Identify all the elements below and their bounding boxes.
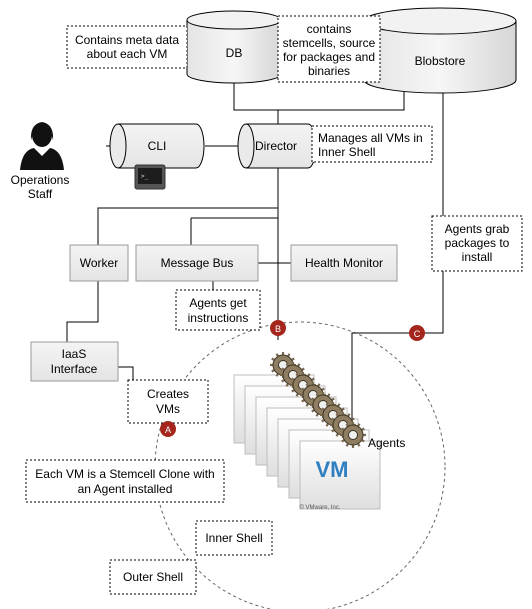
badge-b-text: B bbox=[275, 324, 281, 334]
health-monitor-label: Health Monitor bbox=[305, 256, 383, 270]
terminal-icon: >_ bbox=[134, 164, 166, 190]
cli-label: CLI bbox=[148, 139, 167, 153]
gear-icon bbox=[340, 422, 366, 448]
iaas-interface-box: IaaS Interface bbox=[30, 341, 119, 382]
director-note-box bbox=[311, 125, 433, 163]
db-note-line2: about each VM bbox=[87, 47, 168, 61]
vm-front-card: VM © VMware, Inc. bbox=[299, 457, 348, 511]
vm-card bbox=[299, 440, 381, 510]
db-label: DB bbox=[226, 46, 243, 60]
agents-label: Agents bbox=[368, 436, 405, 450]
blobstore-cylinder: Blobstore bbox=[363, 7, 517, 94]
blobstore-note-line4: binaries bbox=[308, 64, 350, 78]
worker-label: Worker bbox=[80, 256, 118, 270]
blobstore-label: Blobstore bbox=[415, 54, 466, 68]
message-bus-label: Message Bus bbox=[161, 256, 234, 270]
creates-vms-line2: VMs bbox=[156, 402, 180, 416]
blobstore-note-box bbox=[277, 15, 381, 83]
vmware-credit: © VMware, Inc. bbox=[299, 504, 340, 511]
agent-gears bbox=[270, 352, 366, 448]
director-cylinder: Director bbox=[237, 123, 317, 169]
blobstore-note-line1: contains bbox=[307, 22, 352, 36]
vm-stack bbox=[233, 374, 381, 510]
operations-staff-label-line1: Operations bbox=[11, 173, 70, 187]
stemcell-note-box bbox=[25, 459, 225, 503]
agents-grab-line2: packages to bbox=[445, 236, 510, 250]
badge-c: C bbox=[409, 325, 425, 341]
stemcell-note-line1: Each VM is a Stemcell Clone with bbox=[35, 467, 214, 481]
iaas-label-line1: IaaS bbox=[62, 347, 87, 361]
badge-a: A bbox=[160, 421, 176, 437]
connectors bbox=[66, 82, 444, 430]
director-label: Director bbox=[255, 139, 297, 153]
outer-shell-boundary bbox=[154, 321, 446, 609]
badge-a-text: A bbox=[165, 425, 171, 435]
badge-c-text: C bbox=[414, 329, 421, 339]
agents-get-line1: Agents get bbox=[189, 296, 247, 310]
stemcell-note-line2: an Agent installed bbox=[78, 482, 173, 496]
agents-get-line2: instructions bbox=[188, 311, 249, 325]
director-note-line2: Inner Shell bbox=[318, 145, 375, 159]
blobstore-note-line2: stemcells, source bbox=[283, 36, 376, 50]
db-note-line1: Contains meta data bbox=[75, 33, 179, 47]
outer-shell-note-box bbox=[109, 559, 197, 595]
creates-vms-line1: Creates bbox=[147, 387, 189, 401]
vm-logo: VM bbox=[316, 457, 349, 482]
badge-b: B bbox=[270, 320, 286, 336]
director-note-line1: Manages all VMs in bbox=[318, 131, 423, 145]
agents-grab-note-box bbox=[431, 215, 523, 272]
inner-shell-note-box bbox=[195, 520, 273, 556]
inner-shell-label: Inner Shell bbox=[205, 531, 262, 545]
db-note-box bbox=[66, 25, 188, 69]
agents-get-note-box bbox=[175, 289, 261, 331]
agents-grab-line1: Agents grab bbox=[445, 222, 510, 236]
db-cylinder: DB bbox=[186, 10, 282, 84]
outer-shell-label: Outer Shell bbox=[123, 570, 183, 584]
blobstore-note-line3: for packages and bbox=[283, 50, 375, 64]
operations-staff-icon bbox=[20, 122, 64, 170]
creates-vms-note-box bbox=[127, 379, 209, 424]
note-texts: Contains meta data about each VM contain… bbox=[35, 22, 509, 584]
svg-text:>_: >_ bbox=[141, 173, 149, 180]
agents-grab-line3: install bbox=[462, 250, 493, 264]
worker-box: Worker bbox=[69, 244, 129, 282]
health-monitor-box: Health Monitor bbox=[290, 244, 398, 282]
iaas-label-line2: Interface bbox=[51, 362, 98, 376]
message-bus-box: Message Bus bbox=[135, 244, 259, 282]
operations-staff-label-line2: Staff bbox=[28, 187, 53, 201]
cli-cylinder: CLI bbox=[109, 123, 205, 169]
note-boxes bbox=[25, 15, 523, 595]
